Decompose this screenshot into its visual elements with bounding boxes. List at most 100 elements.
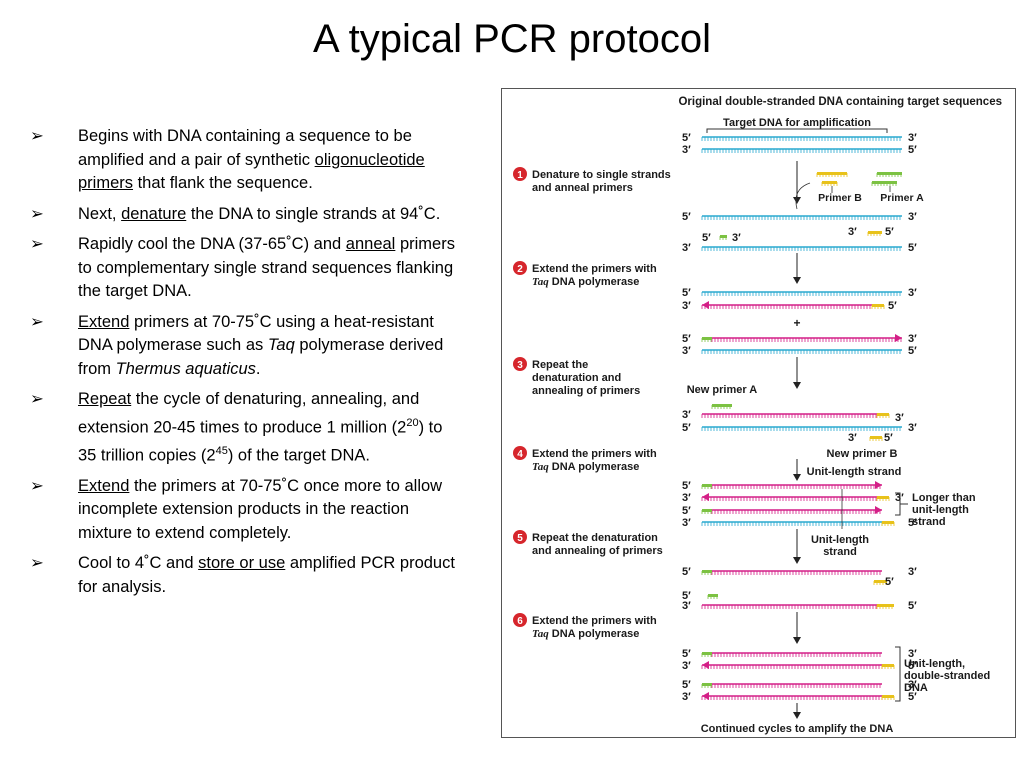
strand-end-label: 5′: [682, 287, 691, 299]
primer-bases: [876, 605, 893, 609]
primer-bases: [711, 405, 731, 409]
primer-a: [702, 337, 712, 340]
strand-end-label: 5′: [682, 422, 691, 434]
strand-end-label: 3′: [682, 492, 691, 504]
bullet-text: ) to 35 trillion copies (2: [78, 418, 443, 464]
arrowhead: [895, 334, 902, 342]
primer-bases: [876, 173, 902, 177]
bullet-list: ➢Begins with DNA containing a sequence t…: [30, 125, 462, 606]
primer-bases: [876, 414, 890, 418]
step-number-badge: [513, 530, 527, 544]
longer-than-label: unit-length: [912, 504, 969, 516]
strand-end-label: 5′: [682, 648, 691, 660]
bracket: [895, 492, 908, 516]
primer-bases: [701, 338, 712, 342]
step-number: 6: [517, 616, 523, 627]
strand-end-label: 5′: [884, 432, 893, 444]
primer-bases: [701, 510, 712, 514]
strand-end-label: 3′: [848, 226, 857, 238]
bullet-item: ➢Extend the primers at 70-75˚C once more…: [30, 475, 462, 546]
dna-bases: [701, 497, 877, 501]
underlined-term: Extend: [78, 476, 130, 495]
primer-a: [708, 594, 718, 597]
strand-end-label: 3′: [682, 242, 691, 254]
dna-bases: [701, 137, 901, 141]
unit-length-strand-label: Unit-length strand: [807, 466, 902, 478]
step-text: and anneal primers: [532, 182, 633, 194]
strand-end-label: 5′: [682, 211, 691, 223]
bullet-arrow-icon: ➢: [30, 127, 44, 145]
longer-than-label: strand: [912, 516, 946, 528]
strand-end-label: 5′: [682, 480, 691, 492]
strand-end-label: 3′: [908, 566, 917, 578]
bullet-item: ➢ Rapidly cool the DNA (37-65˚C) and anne…: [30, 233, 462, 304]
strand-end-label: 3′: [908, 333, 917, 345]
strand-end-label: 3′: [908, 287, 917, 299]
step-number: 3: [517, 360, 523, 371]
pointer-line: [795, 182, 891, 210]
bullet-text: polymerase derived from: [78, 336, 444, 378]
bracket: [895, 646, 901, 702]
primer-bases: [701, 653, 712, 657]
step-text: and annealing of primers: [532, 545, 663, 557]
bullet-text: that flank the sequence.: [133, 174, 313, 192]
step-text: Taq DNA polymerase: [532, 276, 639, 288]
longer-than-label: Longer than: [912, 492, 976, 504]
step-text: Repeat the denaturation: [532, 532, 658, 544]
underlined-term: denature: [121, 204, 187, 223]
strand-end-label: 3′: [682, 600, 691, 612]
primer-b: [822, 181, 837, 184]
step-text: Extend the primers with: [532, 263, 657, 275]
underlined-term: anneal: [345, 235, 396, 253]
primer-a: [877, 172, 902, 175]
arrowhead: [702, 301, 709, 309]
bullet-arrow-icon: ➢: [30, 390, 44, 408]
bullet-text: primers to complementary single strand s…: [78, 235, 455, 300]
bullet-text: 45: [215, 444, 228, 457]
flow-arrowhead: [793, 712, 801, 719]
primer-bases: [821, 182, 838, 186]
slide-title: A typical PCR protocol: [313, 17, 711, 61]
primer-a: [720, 235, 727, 238]
bullet-text: Rapidly cool the DNA (37-65˚C) and: [78, 235, 346, 253]
new-primer-b-label: New primer B: [827, 448, 898, 460]
strand-end-label: 5′: [908, 660, 917, 672]
primer-a: [702, 652, 712, 655]
bullet-arrow-icon: ➢: [30, 235, 44, 253]
step-text: Extend the primers with: [532, 448, 657, 460]
new-primer-a-label: New primer A: [687, 384, 758, 396]
strand-end-label: 5′: [682, 590, 691, 602]
strand-end-label: 3′: [908, 132, 917, 144]
primer-bases: [876, 497, 890, 501]
dna-bases: [701, 414, 877, 418]
primer-a: [872, 181, 897, 184]
italic-term: Thermus aquaticus: [115, 359, 256, 378]
primer-a: [702, 570, 712, 573]
unit-length-ds-label: double-stranded: [904, 670, 990, 682]
strand-end-label: 3′: [848, 432, 857, 444]
primer-bases: [873, 581, 887, 585]
strand-end-label: 5′: [908, 144, 917, 156]
underlined-term: Extend: [78, 312, 130, 331]
strand-end-label: 3′: [908, 679, 917, 691]
underlined-term: Repeat: [78, 390, 132, 408]
strand-end-label: 5′: [682, 566, 691, 578]
unit-length-strand-label: strand: [823, 546, 857, 558]
step-number: 2: [517, 264, 523, 275]
strand-end-label: 3′: [908, 211, 917, 223]
primer-bases: [867, 232, 881, 236]
strand-end-label: 5′: [682, 679, 691, 691]
bullet-text: the DNA to single strands at 94˚C.: [186, 204, 441, 223]
strand-end-label: 5′: [908, 600, 917, 612]
step-text: Taq DNA polymerase: [532, 628, 639, 640]
strand-end-label: 5′: [908, 242, 917, 254]
arrowhead: [702, 493, 709, 501]
bullet-text: Cool to 4˚C and: [78, 554, 199, 572]
strand-end-label: 5′: [702, 232, 711, 244]
primer-b-label: Primer B: [818, 192, 862, 204]
bullet-arrow-icon: ➢: [30, 476, 44, 495]
step-text: Repeat the: [532, 359, 588, 371]
bullet-arrow-icon: ➢: [30, 204, 44, 223]
bullet-item: ➢ Cool to 4˚C and store or use amplified…: [30, 552, 462, 599]
dna-bases: [701, 350, 901, 354]
